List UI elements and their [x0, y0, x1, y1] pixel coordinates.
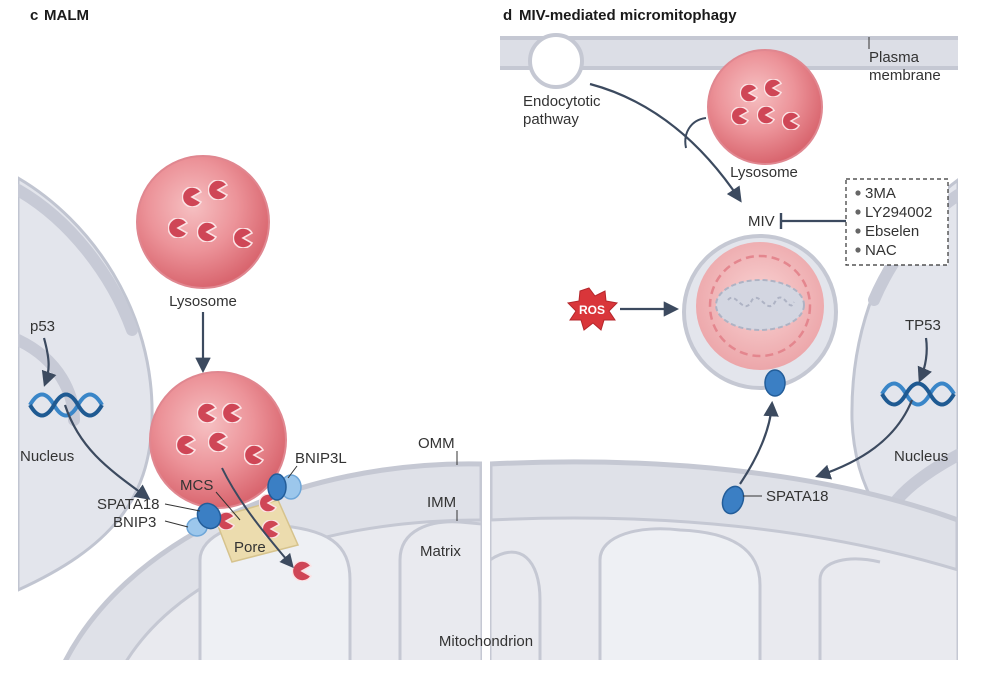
bnip3-label: BNIP3 — [113, 514, 156, 531]
crista-d-3 — [818, 557, 881, 660]
matrix-label: Matrix — [420, 543, 461, 560]
bnip3-leader — [164, 520, 189, 528]
bnip3l-label: BNIP3L — [295, 450, 347, 467]
omm-label: OMM — [418, 435, 455, 452]
imm-label: IMM — [427, 494, 456, 511]
p53-arrow — [41, 337, 57, 387]
miv-mitochondrion-fragment — [715, 279, 805, 331]
cargo-transport-arrow — [221, 467, 294, 569]
inhibitor-list: 3MA LY294002 Ebselen NAC — [855, 185, 932, 259]
mcs-label: MCS — [180, 477, 213, 494]
lysosome-bracket — [684, 117, 707, 149]
bnip3l-protein-dark — [267, 473, 287, 501]
p53-label: p53 — [30, 318, 55, 335]
spata18-to-miv-arrow — [739, 400, 779, 485]
nucleus-to-spata18-arrow — [63, 404, 151, 500]
bnip3l-leader — [287, 465, 298, 479]
spata18-protein — [196, 502, 222, 530]
miv-dashed-ring — [708, 254, 812, 358]
nucleus-c-label: Nucleus — [20, 448, 74, 465]
endocytotic-label-1: Endocytotic — [523, 93, 601, 110]
endocytotic-label-2: pathway — [523, 111, 579, 128]
crista-c-2 — [398, 520, 482, 660]
inhibitor-item: 3MA — [865, 185, 896, 202]
dna-icon — [880, 381, 956, 407]
miv-spata18-protein — [764, 369, 786, 397]
spata18-d-label: SPATA18 — [766, 488, 829, 505]
miv-label: MIV — [748, 213, 775, 230]
spata18-protein-d — [721, 485, 745, 515]
ros-label: ROS — [579, 303, 605, 317]
lysosome-c-top — [136, 155, 270, 289]
mitochondrion-label: Mitochondrion — [439, 633, 533, 650]
lysosome-d-label: Lysosome — [730, 164, 798, 181]
panel-c — [18, 155, 482, 660]
crista-d-1 — [490, 550, 542, 660]
nucleus-to-spata18-arrow-d — [815, 399, 914, 480]
panel-d-title: MIV-mediated micromitophagy — [519, 7, 737, 24]
endocytotic-arrow — [589, 82, 742, 203]
panel-d — [490, 33, 958, 660]
tp53-arrow — [917, 337, 932, 383]
pore-label: Pore — [234, 539, 266, 556]
panel-c-title: MALM — [44, 7, 89, 24]
panel-d-letter: d — [503, 7, 512, 24]
nucleus-c-shape — [18, 176, 154, 592]
plasma-membrane-label-2: membrane — [869, 67, 941, 84]
crista-d-2 — [598, 527, 762, 660]
inhibitor-item: LY294002 — [865, 204, 932, 221]
ros-burst-icon — [566, 287, 619, 331]
tp53-label: TP53 — [905, 317, 941, 334]
mcs-leader — [215, 491, 241, 521]
spata18-leader — [164, 503, 201, 512]
nucleus-d-label: Nucleus — [894, 448, 948, 465]
endocytotic-vesicle — [528, 33, 584, 89]
inhibitors-box — [845, 178, 949, 266]
spata18-c-label: SPATA18 — [97, 496, 160, 513]
lysosome-c-label: Lysosome — [169, 293, 237, 310]
panel-c-letter: c — [30, 7, 38, 24]
dna-icon — [28, 392, 104, 418]
inhibitor-item: NAC — [865, 242, 897, 259]
inhibitor-item: Ebselen — [865, 223, 919, 240]
plasma-membrane-label-1: Plasma — [869, 49, 920, 66]
